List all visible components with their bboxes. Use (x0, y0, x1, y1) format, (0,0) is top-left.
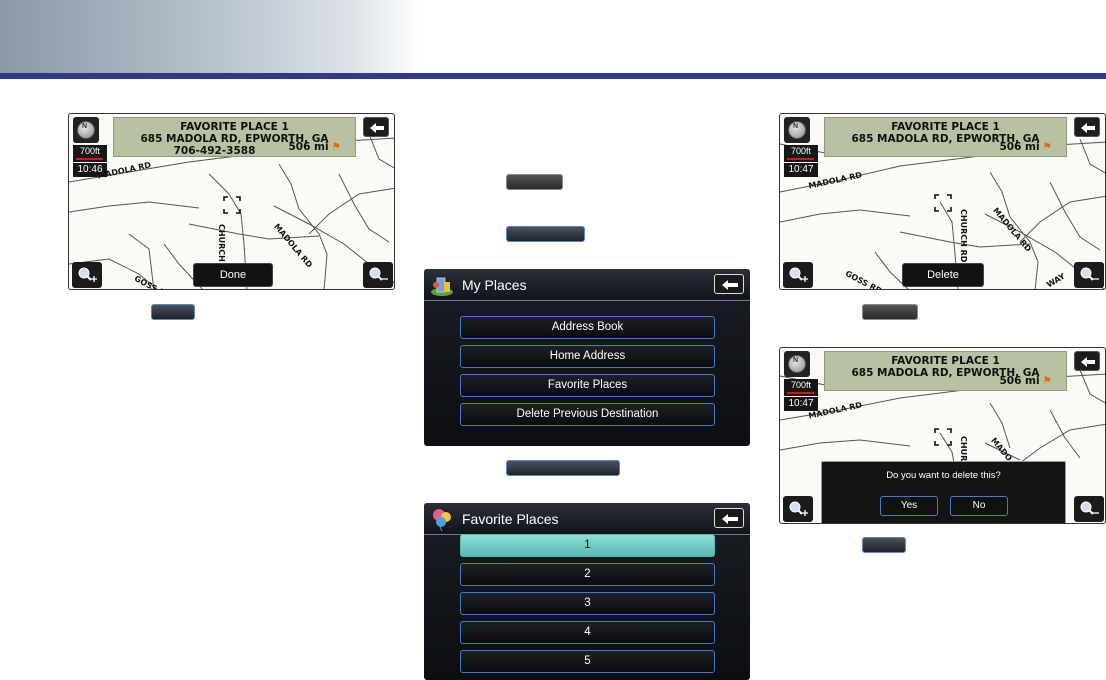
back-button[interactable] (714, 508, 744, 528)
map-screen-done: FAVORITE PLACE 1 685 MADOLA RD, EPWORTH,… (68, 113, 395, 290)
target-icon (223, 196, 241, 214)
flag-icon: ⚑ (331, 141, 341, 153)
yes-button[interactable]: Yes (880, 496, 938, 516)
zoom-out-button[interactable] (363, 262, 393, 288)
place-address: 685 MADOLA RD, EPWORTH, GA (140, 133, 329, 145)
button-chip (862, 537, 906, 553)
compass-icon[interactable]: N (784, 117, 810, 143)
favorite-item-5[interactable]: 5 (460, 650, 715, 673)
map-scale: 700ft (784, 145, 818, 162)
destination-info-panel: FAVORITE PLACE 1 685 MADOLA RD, EPWORTH,… (824, 351, 1067, 391)
button-chip (862, 304, 918, 320)
back-arrow-icon (722, 280, 738, 290)
place-phone: 706-492-3588 (173, 145, 256, 157)
back-arrow-icon (1081, 357, 1095, 367)
distance-value: 506 mi (999, 141, 1040, 153)
back-button[interactable] (714, 274, 744, 294)
button-chip (506, 174, 563, 190)
distance-readout: 506 mi⚑ (999, 141, 1052, 153)
header-gradient (0, 0, 1106, 74)
favorite-item-4[interactable]: 4 (460, 621, 715, 644)
done-button-chip (151, 304, 195, 320)
screen-title: Favorite Places (462, 511, 559, 527)
destination-info-panel: FAVORITE PLACE 1 685 MADOLA RD, EPWORTH,… (824, 117, 1067, 157)
zoom-in-button[interactable] (783, 496, 813, 522)
compass-icon[interactable]: N (73, 117, 99, 143)
road-label: CHURCH RD (959, 209, 968, 263)
header-rule (0, 73, 1106, 79)
zoom-out-icon (369, 267, 388, 281)
map-screen-delete: FAVORITE PLACE 1 685 MADOLA RD, EPWORTH,… (779, 113, 1106, 290)
zoom-in-button[interactable] (72, 262, 102, 288)
favorite-places-screen: Favorite Places 1 2 3 4 5 (424, 503, 750, 680)
favorite-places-icon (433, 509, 451, 531)
map-scale: 700ft (784, 379, 818, 396)
button-chip (506, 226, 585, 242)
zoom-out-button[interactable] (1074, 262, 1104, 288)
distance-value: 506 mi (999, 375, 1040, 387)
place-address: 685 MADOLA RD, EPWORTH, GA (851, 133, 1040, 145)
my-places-icon (431, 277, 453, 296)
flag-icon: ⚑ (1042, 141, 1052, 153)
my-places-screen: My Places Address Book Home Address Favo… (424, 269, 750, 446)
no-button[interactable]: No (950, 496, 1008, 516)
delete-confirm-dialog: Do you want to delete this? Yes No (821, 461, 1066, 523)
destination-info-panel: FAVORITE PLACE 1 685 MADOLA RD, EPWORTH,… (113, 117, 356, 157)
distance-value: 506 mi (288, 141, 329, 153)
back-arrow-icon (1081, 123, 1095, 133)
zoom-in-icon (789, 267, 808, 282)
zoom-out-button[interactable] (1074, 496, 1104, 522)
title-bar: Favorite Places (424, 503, 750, 535)
clock: 10:46 (73, 163, 107, 177)
compass-icon[interactable]: N (784, 351, 810, 377)
back-button[interactable] (363, 117, 389, 137)
favorite-item-3[interactable]: 3 (460, 592, 715, 615)
target-icon (934, 428, 952, 446)
button-chip (506, 460, 620, 476)
flag-icon: ⚑ (1042, 375, 1052, 387)
distance-readout: 506 mi⚑ (288, 141, 341, 153)
target-icon (934, 194, 952, 212)
favorite-item-2[interactable]: 2 (460, 563, 715, 586)
scale-label: 700ft (79, 146, 101, 156)
screen-title: My Places (462, 277, 527, 293)
place-name: FAVORITE PLACE 1 (180, 121, 289, 133)
done-button[interactable]: Done (193, 263, 273, 287)
zoom-out-icon (1080, 267, 1099, 281)
zoom-out-icon (1080, 501, 1099, 515)
menu-item-favorite-places[interactable]: Favorite Places (460, 374, 715, 397)
clock: 10:47 (784, 163, 818, 177)
scale-label: 700ft (790, 146, 812, 156)
back-arrow-icon (370, 123, 384, 133)
zoom-in-button[interactable] (783, 262, 813, 288)
back-button[interactable] (1074, 351, 1100, 371)
zoom-in-icon (78, 267, 97, 282)
place-address: 685 MADOLA RD, EPWORTH, GA (851, 367, 1040, 379)
place-name: FAVORITE PLACE 1 (891, 121, 1000, 133)
back-arrow-icon (722, 514, 738, 524)
distance-readout: 506 mi⚑ (999, 375, 1052, 387)
menu-item-delete-previous-destination[interactable]: Delete Previous Destination (460, 403, 715, 426)
place-name: FAVORITE PLACE 1 (891, 355, 1000, 367)
map-scale: 700ft (73, 145, 107, 162)
map-screen-confirm: FAVORITE PLACE 1 685 MADOLA RD, EPWORTH,… (779, 347, 1106, 524)
title-bar: My Places (424, 269, 750, 301)
delete-button[interactable]: Delete (902, 263, 984, 287)
scale-label: 700ft (790, 380, 812, 390)
zoom-in-icon (789, 501, 808, 516)
dialog-message: Do you want to delete this? (886, 470, 1001, 481)
back-button[interactable] (1074, 117, 1100, 137)
clock: 10:47 (784, 397, 818, 411)
menu-item-address-book[interactable]: Address Book (460, 316, 715, 339)
favorite-item-1[interactable]: 1 (460, 534, 715, 557)
menu-item-home-address[interactable]: Home Address (460, 345, 715, 368)
road-label: CHUR (959, 436, 968, 462)
